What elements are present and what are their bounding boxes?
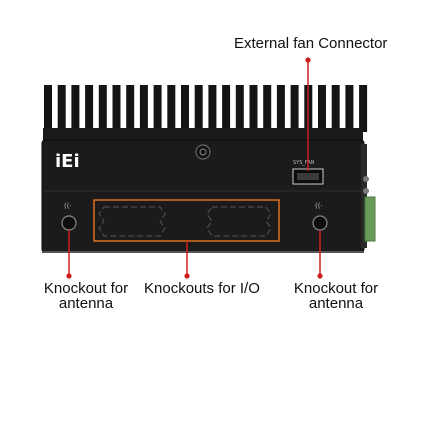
side-screw-icon — [363, 188, 369, 194]
callout-label-fan: External fan Connector — [234, 35, 388, 52]
sys-fan-connector-pins — [297, 173, 319, 180]
callout-io — [184, 241, 190, 279]
heatsink-fins — [44, 85, 368, 132]
heatsink-fin — [359, 85, 368, 132]
heatsink-fin — [345, 85, 354, 132]
heatsink-fin — [249, 85, 258, 132]
callout-label-antenna-left: Knockout for antenna — [36, 281, 136, 311]
heatsink-fin — [57, 85, 66, 132]
callout-label-io: Knockouts for I/O — [144, 280, 260, 297]
heatsink-fin — [139, 85, 148, 132]
heatsink-base — [43, 128, 363, 142]
side-screw-icon — [363, 176, 369, 182]
wifi-icon: ((· — [64, 202, 72, 210]
heatsink-fin — [44, 85, 52, 132]
callout-label-antenna-right: Knockout for antenna — [286, 281, 386, 311]
callout-fan — [305, 57, 311, 171]
heatsink-fin — [98, 85, 107, 132]
callout-label-antenna-right-line2: antenna — [308, 295, 364, 312]
screw-icon — [195, 144, 211, 160]
heatsink-fin — [318, 85, 326, 132]
heatsink-fin — [290, 85, 299, 132]
callout-label-antenna-right-line1: Knockout for — [293, 280, 379, 297]
callout-antenna-left — [66, 230, 72, 279]
heatsink-fin — [263, 85, 272, 132]
heatsink-fin — [235, 85, 244, 132]
io-knockout-2 — [206, 206, 272, 237]
side-plate — [361, 144, 367, 248]
io-knockout-1 — [98, 206, 166, 237]
heatsink-fin — [153, 85, 162, 132]
wifi-icon: ((· — [315, 202, 323, 210]
heatsink-fin — [194, 85, 203, 132]
callout-label-antenna-left-line2: antenna — [58, 295, 114, 312]
heatsink-fin — [276, 85, 285, 132]
heatsink-fin — [208, 85, 217, 132]
callout-label-antenna-left-line1: Knockout for — [43, 280, 129, 297]
heatsink-fin — [181, 85, 189, 132]
heatsink-fin — [71, 85, 80, 132]
heatsink-fin — [222, 85, 231, 132]
heatsink-fin — [85, 85, 94, 132]
port-label: SYS_FAN — [293, 160, 315, 166]
callout-antenna-right — [317, 230, 323, 279]
heatsink-fin — [167, 85, 176, 132]
heatsink-fin — [112, 85, 121, 132]
terminal-block — [364, 196, 376, 242]
heatsink-fin — [331, 85, 340, 132]
brand-logo: iEi — [55, 151, 80, 172]
heatsink-fin — [126, 85, 135, 132]
